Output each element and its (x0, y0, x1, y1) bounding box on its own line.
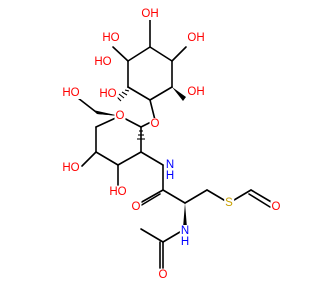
glycosidic-oxygen-label: O (151, 118, 160, 130)
label-background (157, 269, 169, 281)
hashed-bond (115, 87, 130, 102)
bond (112, 46, 129, 62)
amide-nitrogen-label: N (166, 159, 174, 171)
ho-label: HO (62, 162, 79, 174)
ho-label: HO (99, 88, 116, 100)
label-background (164, 170, 176, 182)
bond (184, 189, 208, 204)
atom-labels: OH HO OH HO OH HO O HO O HO HO N H S O O… (62, 8, 280, 281)
bond (95, 151, 119, 166)
oh-label: OH (141, 8, 158, 20)
wedge-bond (183, 203, 187, 228)
oh-label: OH (187, 32, 204, 44)
bond (162, 189, 186, 204)
ho-label: HO (62, 87, 79, 99)
acetyl-nitrogen-label: N (181, 225, 189, 237)
formyl-oxygen-label: O (272, 201, 281, 213)
label-background (61, 162, 81, 174)
label-background (186, 32, 206, 44)
label-background (114, 110, 126, 122)
bond (248, 193, 271, 208)
label-background (130, 201, 142, 213)
label-background (101, 32, 121, 44)
label-background (140, 8, 160, 20)
ho-label: HO (109, 186, 126, 198)
molecule-svg: OH HO OH HO OH HO O HO O HO HO N H S O O… (61, 8, 282, 281)
sulfur-label: S (225, 197, 233, 209)
bond (149, 99, 156, 121)
bond (127, 46, 151, 62)
label-background (179, 225, 191, 237)
bond (81, 151, 97, 167)
hashed-bond (137, 127, 145, 140)
label-background (61, 87, 81, 99)
wedge-bond (95, 111, 120, 116)
label-background (108, 186, 128, 198)
bond (149, 46, 173, 62)
wedge-bond (172, 87, 186, 101)
label-background (270, 201, 282, 213)
amide-oxygen-label: O (132, 201, 141, 213)
oh-label: OH (187, 86, 204, 98)
label-background (186, 86, 206, 98)
bond (77, 97, 97, 113)
bond (171, 46, 187, 62)
label-background (93, 56, 113, 68)
ring-oxygen-label: O (116, 110, 125, 122)
bond (140, 151, 164, 166)
bond (140, 228, 164, 243)
stereo-layer (93, 61, 187, 228)
bond (139, 193, 161, 207)
acetyl-hydrogen-label: H (181, 236, 189, 248)
label-backgrounds (61, 8, 282, 281)
ho-label: HO (102, 32, 119, 44)
bond (117, 151, 142, 166)
structure-diagram: OH HO OH HO OH HO O HO O HO HO N H S O O… (61, 8, 282, 281)
bond (127, 86, 151, 101)
wedge-bond (93, 110, 120, 116)
bond (139, 189, 164, 204)
label-background (164, 159, 176, 171)
bond (250, 189, 274, 204)
acetyl-oxygen-label: O (159, 269, 168, 281)
ho-label: HO (94, 56, 111, 68)
bond (149, 86, 173, 101)
amide-hydrogen-label: H (166, 170, 174, 182)
label-background (149, 118, 161, 130)
label-background (98, 88, 118, 100)
label-background (179, 236, 191, 248)
label-background (224, 197, 235, 209)
